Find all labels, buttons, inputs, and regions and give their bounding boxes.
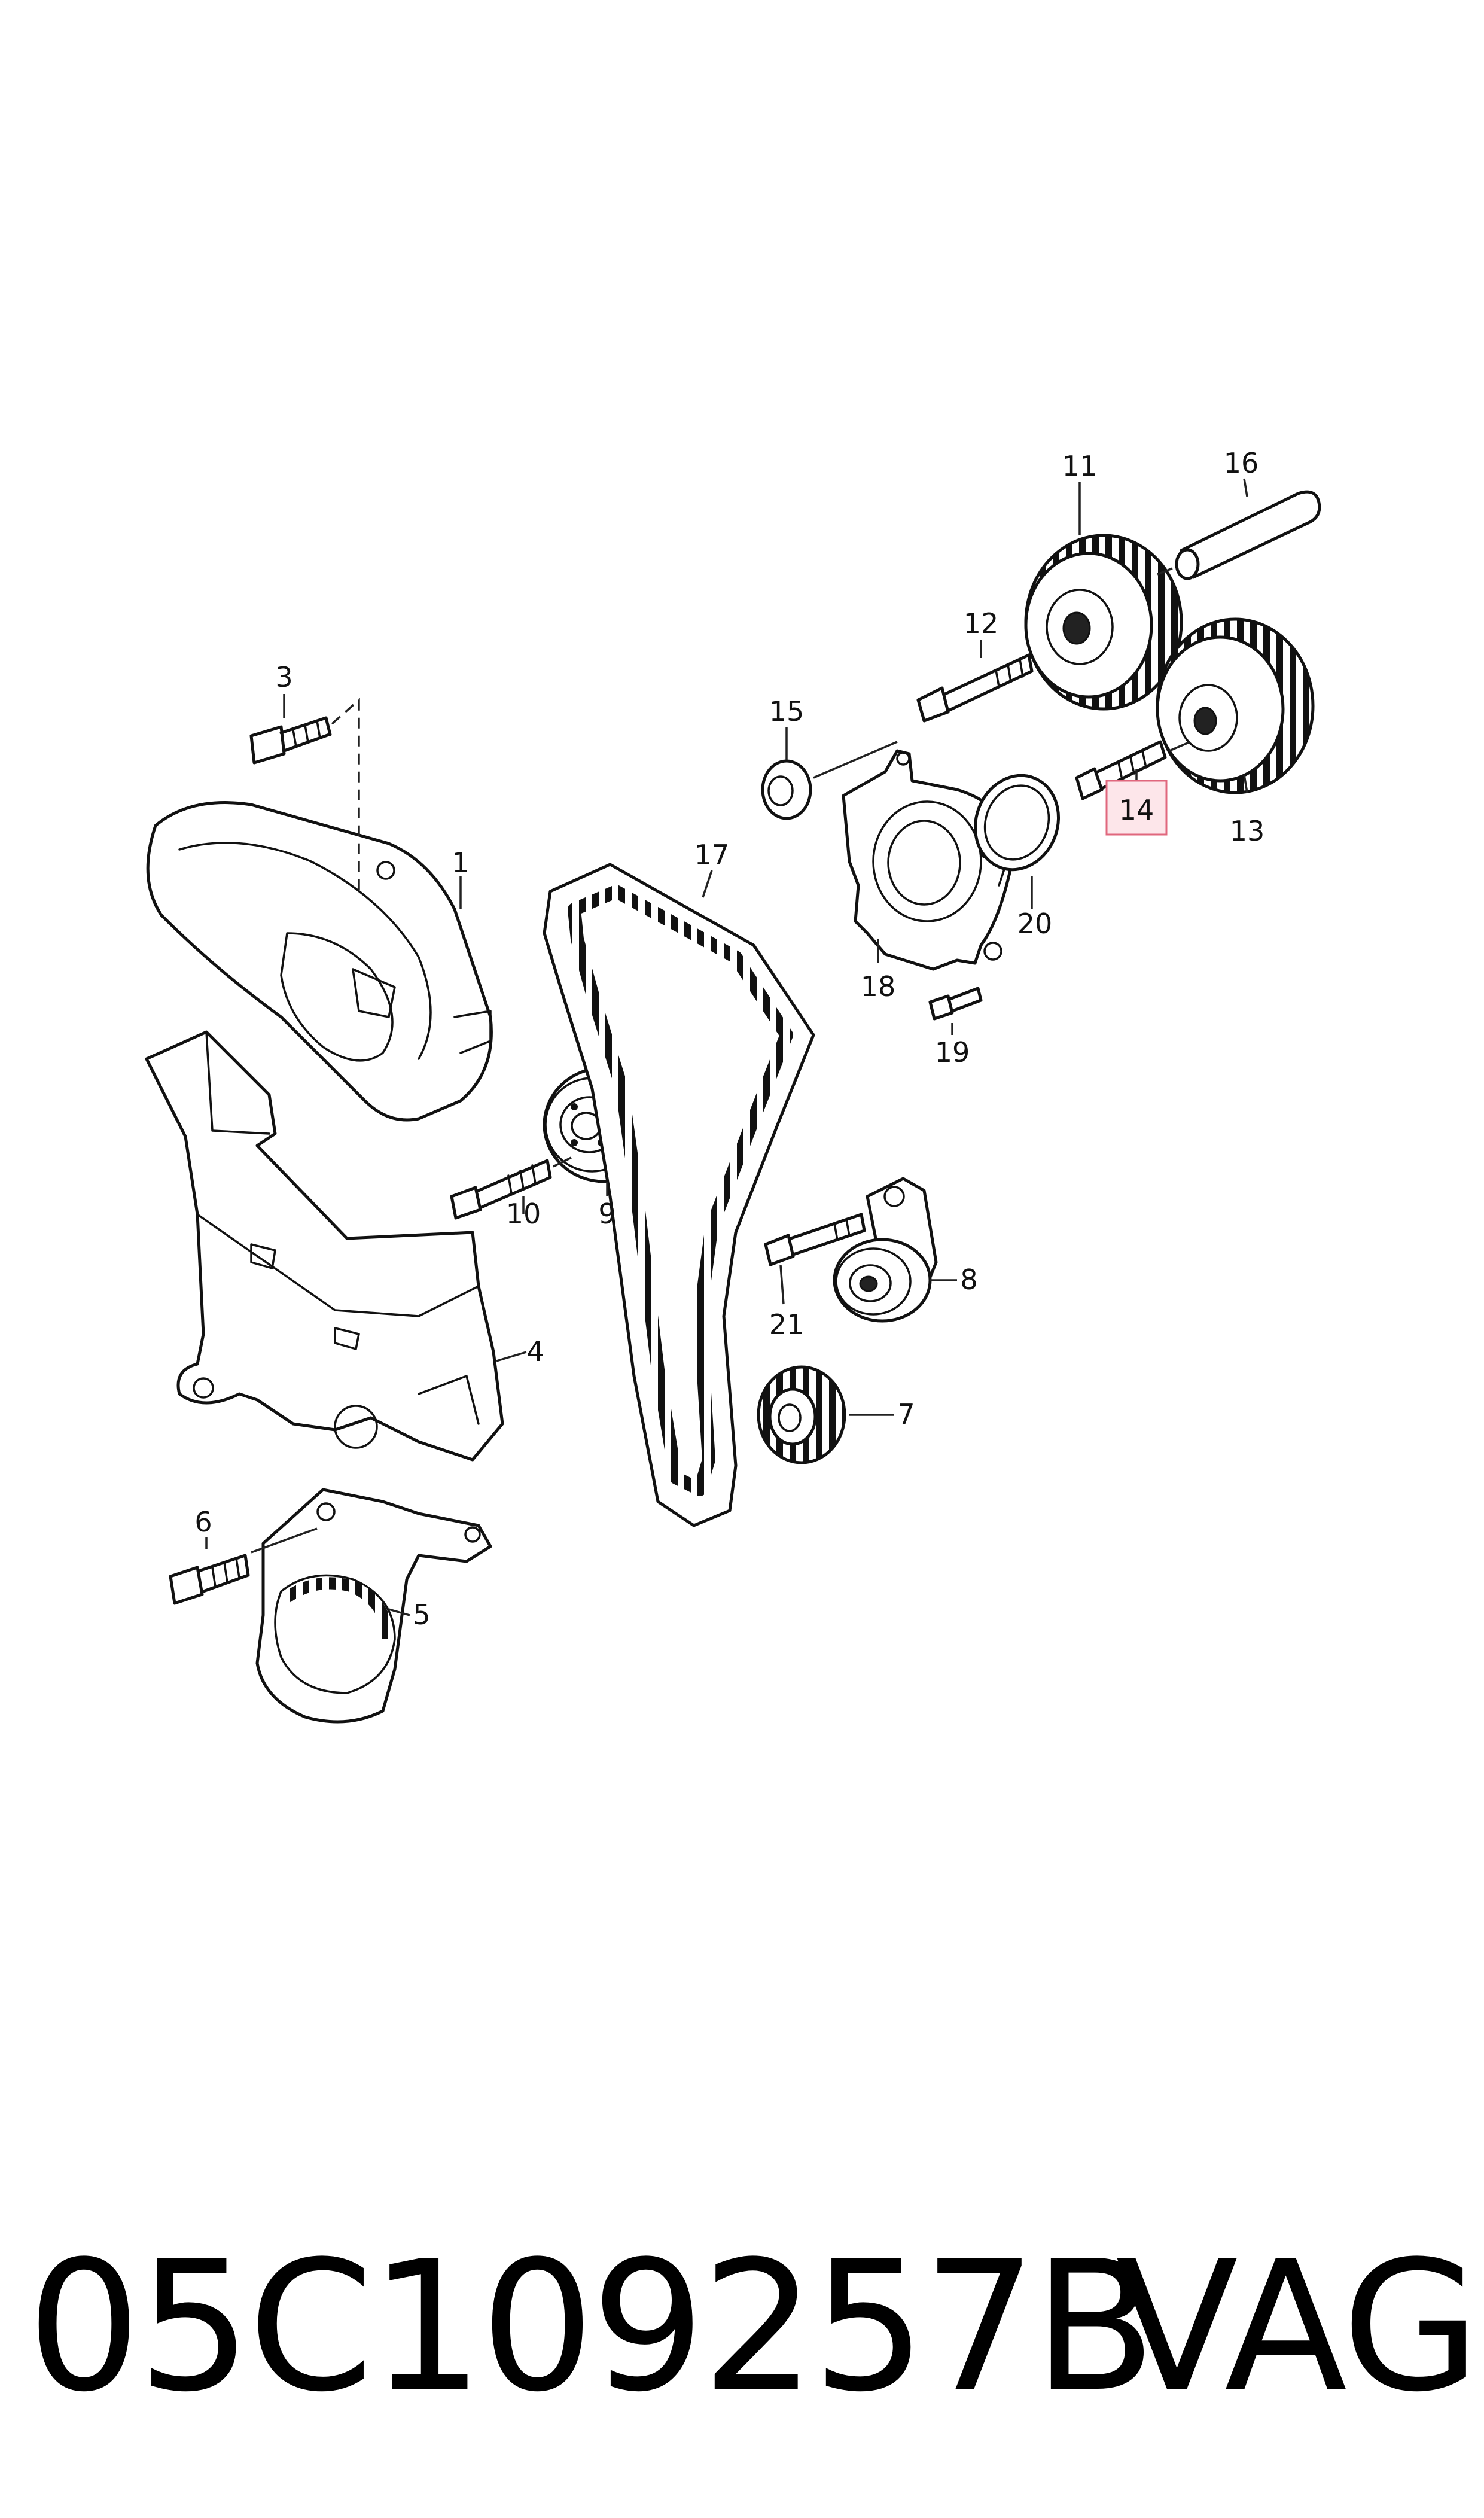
callout-7: 7 <box>897 1398 915 1430</box>
part-21-bolt <box>764 1213 866 1266</box>
callout-17: 17 <box>694 839 730 871</box>
part-19-bolt <box>928 987 983 1021</box>
callout-3: 3 <box>275 661 292 693</box>
part-1-upper-timing-cover <box>146 801 493 1122</box>
part-7-crank-sprocket <box>757 1365 846 1464</box>
callout-14-highlight <box>1105 780 1168 836</box>
callout-9: 9 <box>598 1198 615 1230</box>
part-10-bolt <box>450 1156 572 1220</box>
part-3-bolt <box>249 698 360 891</box>
callout-leaders <box>205 478 1248 1616</box>
callout-21: 21 <box>769 1308 805 1341</box>
part-number: 05C109257B <box>27 2222 1156 2431</box>
part-4-rear-cover <box>145 1030 504 1462</box>
exploded-parts-diagram: 1 3 4 5 6 7 8 9 10 11 12 13 14 15 16 17 … <box>145 447 1321 1724</box>
callout-10: 10 <box>506 1198 541 1230</box>
brand-label: VAG <box>1116 2222 1480 2431</box>
callout-19: 19 <box>935 1036 970 1068</box>
footer: 05C109257B VAG <box>0 2225 1484 2429</box>
part-11-cam-sprocket <box>1024 534 1183 711</box>
callout-1: 1 <box>452 847 469 879</box>
part-12-bolt <box>916 653 1034 723</box>
callout-8: 8 <box>960 1263 977 1296</box>
part-17-timing-belt <box>543 863 815 1527</box>
part-8-idler-pulley <box>833 1177 938 1323</box>
callout-12: 12 <box>964 607 999 640</box>
callout-11: 11 <box>1062 450 1098 482</box>
callout-13: 13 <box>1230 815 1265 847</box>
callout-4: 4 <box>526 1335 544 1368</box>
callout-20: 20 <box>1017 908 1053 940</box>
callout-6: 6 <box>194 1506 212 1538</box>
callout-5: 5 <box>413 1599 430 1631</box>
part-6-bolt <box>169 1527 318 1605</box>
part-13-cam-sprocket <box>1156 617 1315 794</box>
callout-18: 18 <box>861 970 896 1003</box>
part-16-pin <box>1157 490 1321 580</box>
part-5-lower-cover <box>255 1488 492 1724</box>
callout-14: 14 <box>1119 794 1154 826</box>
callout-15: 15 <box>769 695 805 727</box>
callout-16: 16 <box>1224 447 1259 479</box>
callout-labels: 1 3 4 5 6 7 8 9 10 11 12 13 14 15 16 17 … <box>194 447 1264 1631</box>
part-20-seal <box>973 774 1061 872</box>
part-14-bolt <box>1075 740 1191 800</box>
part-15-nut <box>761 741 898 820</box>
